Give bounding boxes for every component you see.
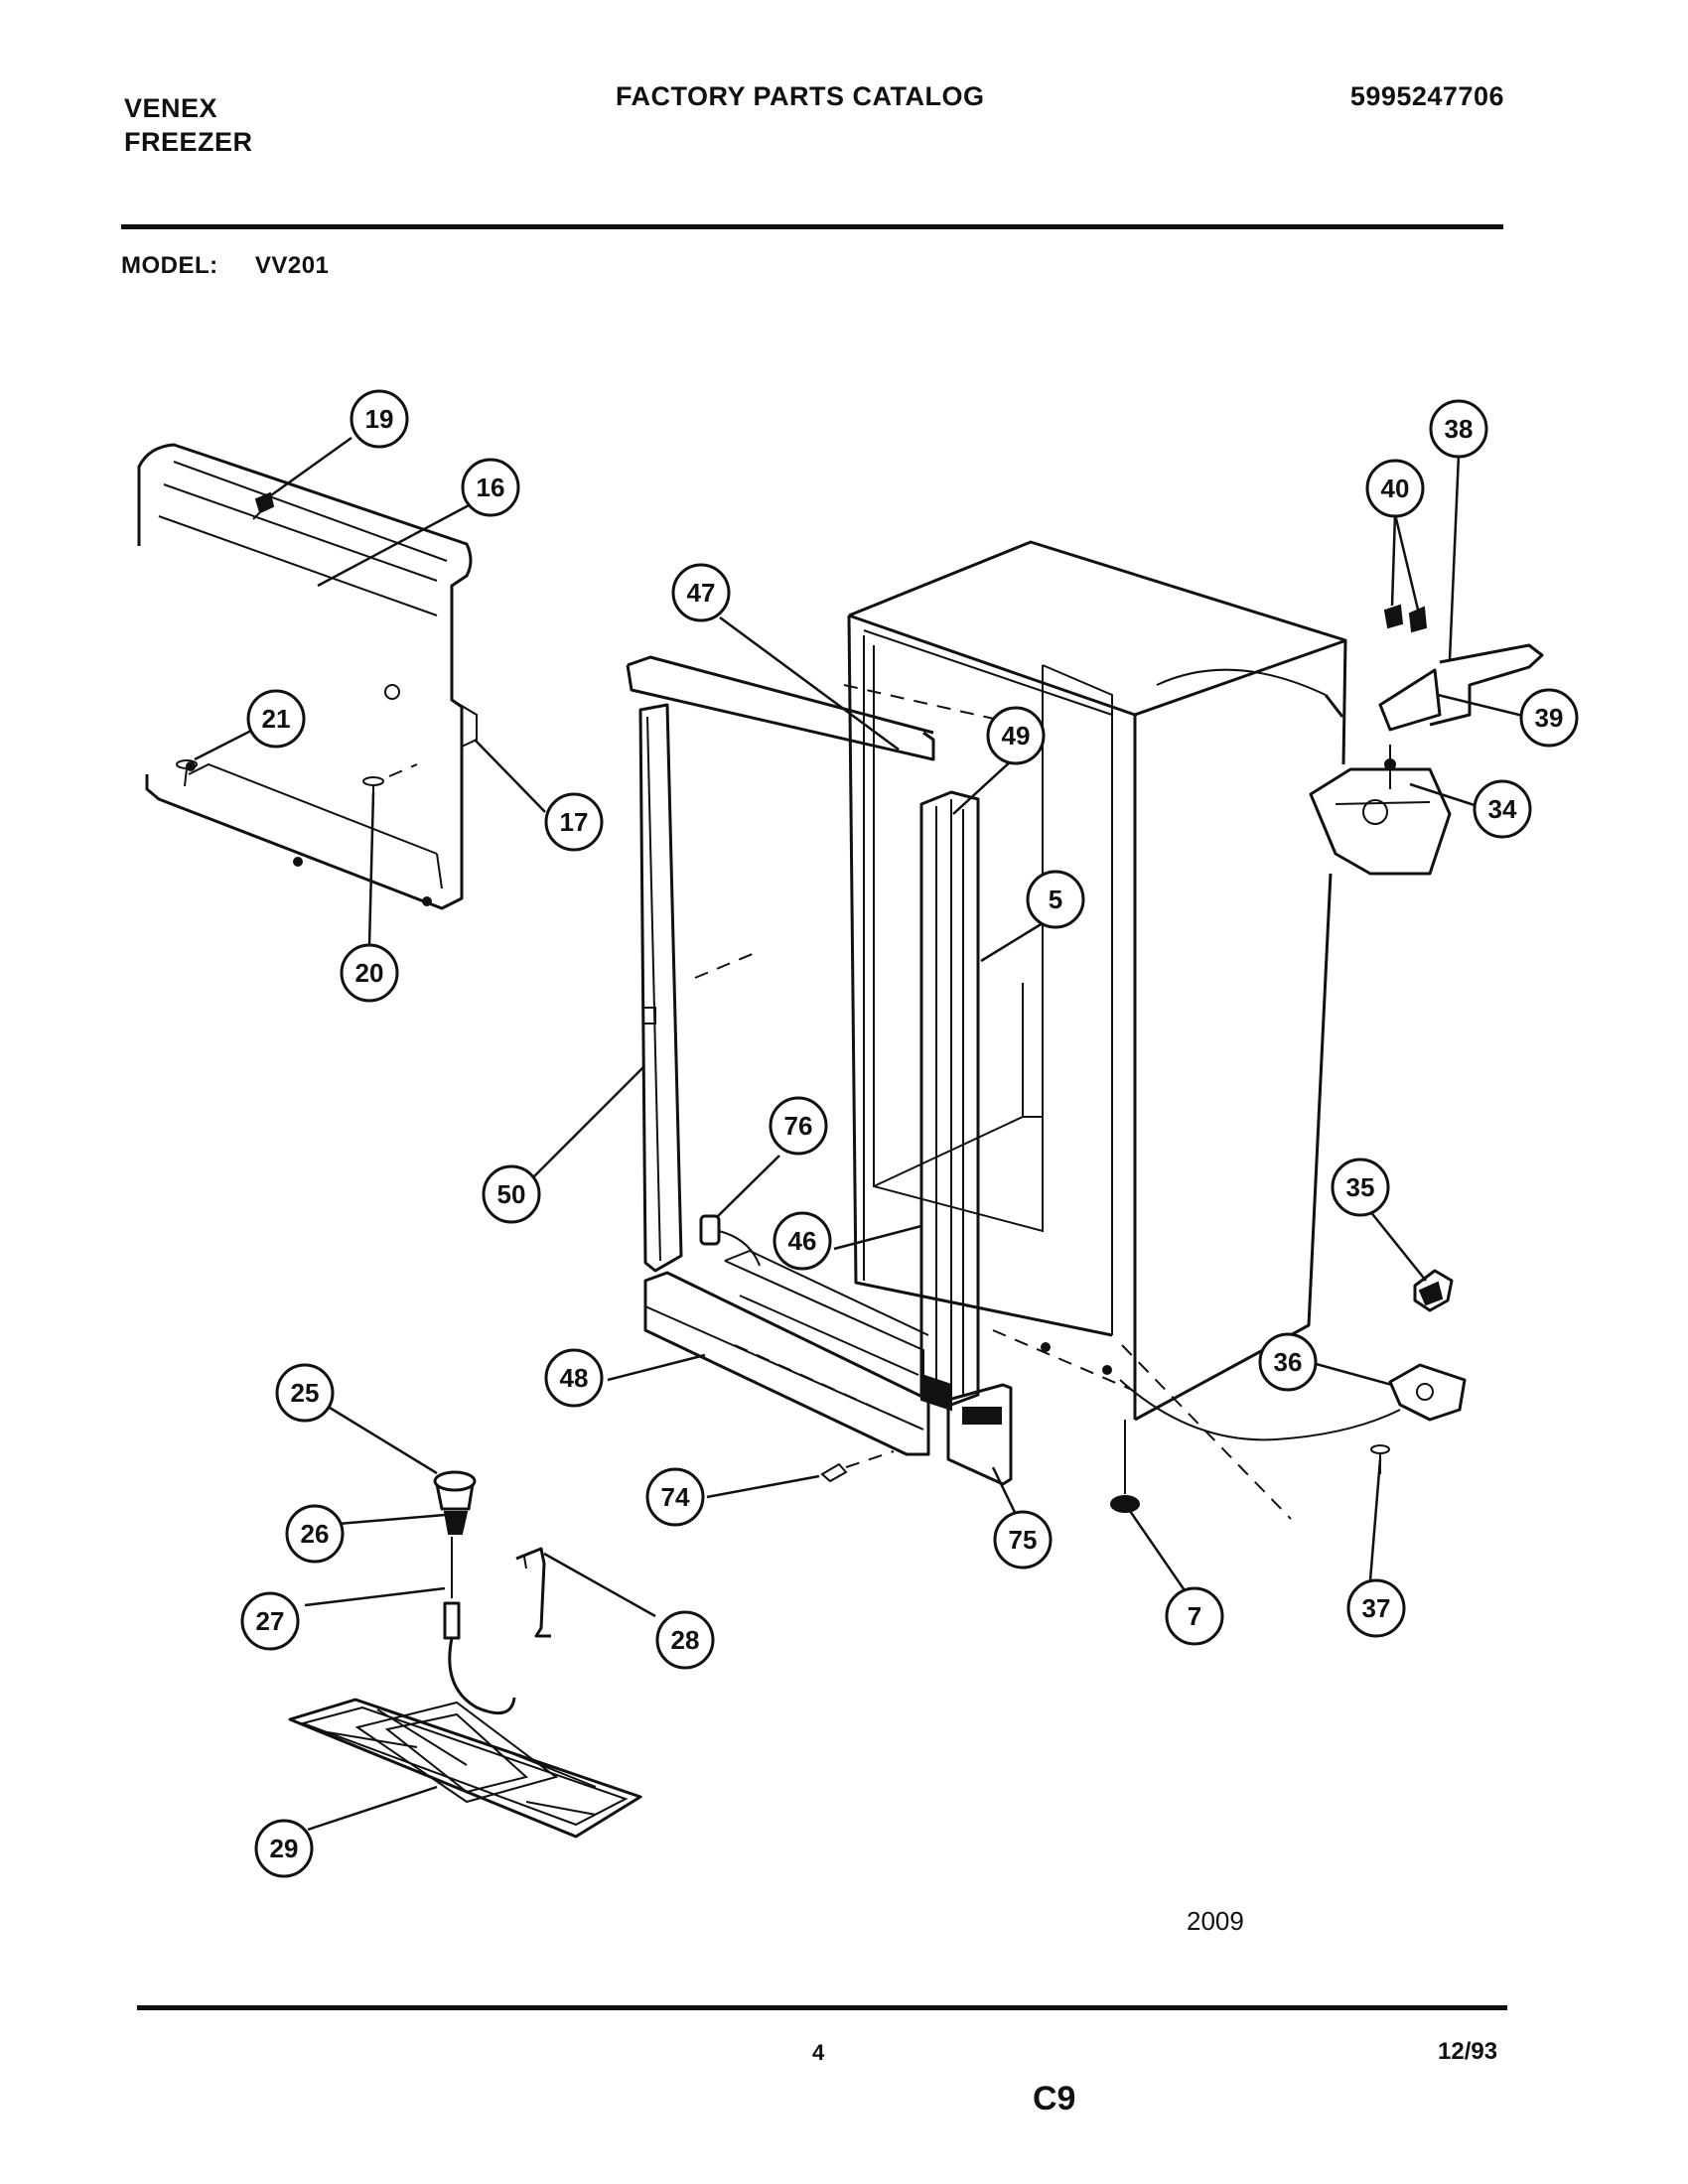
cabinet-drawing [843, 540, 1401, 1520]
callout-76-label: 76 [784, 1111, 813, 1141]
callout-34-label: 34 [1488, 794, 1517, 824]
callout-50-label: 50 [497, 1179, 526, 1209]
callout-28: 28 [655, 1610, 715, 1670]
model-value: VV201 [254, 252, 330, 279]
brand-name: VENEX [124, 93, 218, 123]
cover-panel-drawing [137, 443, 478, 910]
callout-49-label: 49 [1002, 721, 1031, 751]
callout-7: 7 [1165, 1586, 1224, 1646]
callout-76: 76 [769, 1096, 828, 1156]
model-line: MODEL: VV201 [121, 252, 329, 280]
callout-38-label: 38 [1445, 414, 1474, 444]
callout-20: 20 [340, 943, 399, 1003]
callout-46-label: 46 [788, 1226, 817, 1256]
callout-40-label: 40 [1381, 474, 1410, 503]
leader-lines [194, 436, 1524, 1832]
callout-27-label: 27 [256, 1606, 285, 1636]
screw-19-drawing [252, 491, 275, 520]
brand-block: VENEX FREEZER [124, 91, 253, 159]
callout-50: 50 [482, 1164, 541, 1224]
callout-28-label: 28 [671, 1625, 700, 1655]
callout-20-label: 20 [355, 958, 384, 988]
leveling-leg-drawing [1110, 1420, 1140, 1513]
drain-pan-drawing [288, 1698, 642, 1839]
callout-25: 25 [275, 1363, 335, 1423]
document-number: 5995247706 [1349, 81, 1504, 111]
callout-27: 27 [240, 1591, 300, 1651]
catalog-date: 12/93 [1438, 2038, 1498, 2065]
callout-39-label: 39 [1535, 703, 1564, 733]
callout-75-label: 75 [1009, 1525, 1038, 1555]
callout-7-label: 7 [1188, 1601, 1201, 1631]
callout-29: 29 [254, 1819, 314, 1878]
door-strip-drawing [919, 790, 980, 1412]
kickplate-drawing [946, 1383, 1013, 1486]
callout-17-label: 17 [560, 807, 589, 837]
callout-40: 40 [1365, 459, 1425, 518]
callout-26: 26 [285, 1504, 345, 1564]
model-label: MODEL: [121, 252, 218, 279]
callout-29-label: 29 [270, 1834, 299, 1863]
callout-16-label: 16 [477, 473, 505, 502]
callout-16: 16 [461, 458, 520, 517]
control-bracket-drawing [1309, 604, 1544, 876]
callout-47-label: 47 [687, 578, 716, 608]
callout-46: 46 [773, 1211, 832, 1271]
door-switch-drawing [699, 1214, 761, 1267]
figure-number: 2009 [1187, 1906, 1244, 1936]
callout-48: 48 [544, 1348, 604, 1408]
callout-25-label: 25 [291, 1378, 320, 1408]
callout-37: 37 [1346, 1578, 1406, 1638]
callout-74: 74 [645, 1467, 705, 1527]
callout-17: 17 [544, 792, 604, 852]
door-gasket-drawing [626, 655, 935, 1456]
callout-38: 38 [1429, 399, 1488, 459]
page-number: 4 [812, 2040, 825, 2065]
callout-47: 47 [671, 563, 731, 622]
callout-19: 19 [350, 389, 409, 449]
callout-34: 34 [1473, 779, 1532, 839]
drain-assembly-drawing [433, 1470, 516, 1715]
catalog-title: FACTORY PARTS CATALOG [616, 81, 985, 111]
callout-19-label: 19 [365, 404, 394, 434]
callout-26-label: 26 [301, 1519, 330, 1549]
screw-21-drawing [176, 759, 198, 787]
callout-35: 35 [1331, 1158, 1390, 1217]
screw-20-drawing [362, 763, 418, 806]
drain-bracket-drawing [515, 1547, 551, 1638]
callout-39: 39 [1519, 688, 1579, 748]
callout-36: 36 [1258, 1332, 1318, 1392]
callout-74-label: 74 [661, 1482, 690, 1512]
callout-36-label: 36 [1274, 1347, 1303, 1377]
callout-21-label: 21 [262, 704, 291, 734]
callout-21: 21 [246, 689, 306, 749]
callout-5: 5 [1026, 870, 1085, 929]
header-rule [121, 224, 1503, 229]
product-type: FREEZER [124, 127, 253, 157]
screw-74-drawing [820, 1450, 895, 1483]
footer-rule [137, 2005, 1507, 2010]
light-socket-drawing [1388, 1269, 1467, 1422]
callout-37-label: 37 [1362, 1593, 1391, 1623]
callout-49: 49 [986, 706, 1046, 765]
callout-5-label: 5 [1049, 885, 1062, 914]
callout-35-label: 35 [1346, 1172, 1375, 1202]
callout-75: 75 [993, 1510, 1053, 1570]
callout-48-label: 48 [560, 1363, 589, 1393]
section-code: C9 [1033, 2080, 1076, 2117]
